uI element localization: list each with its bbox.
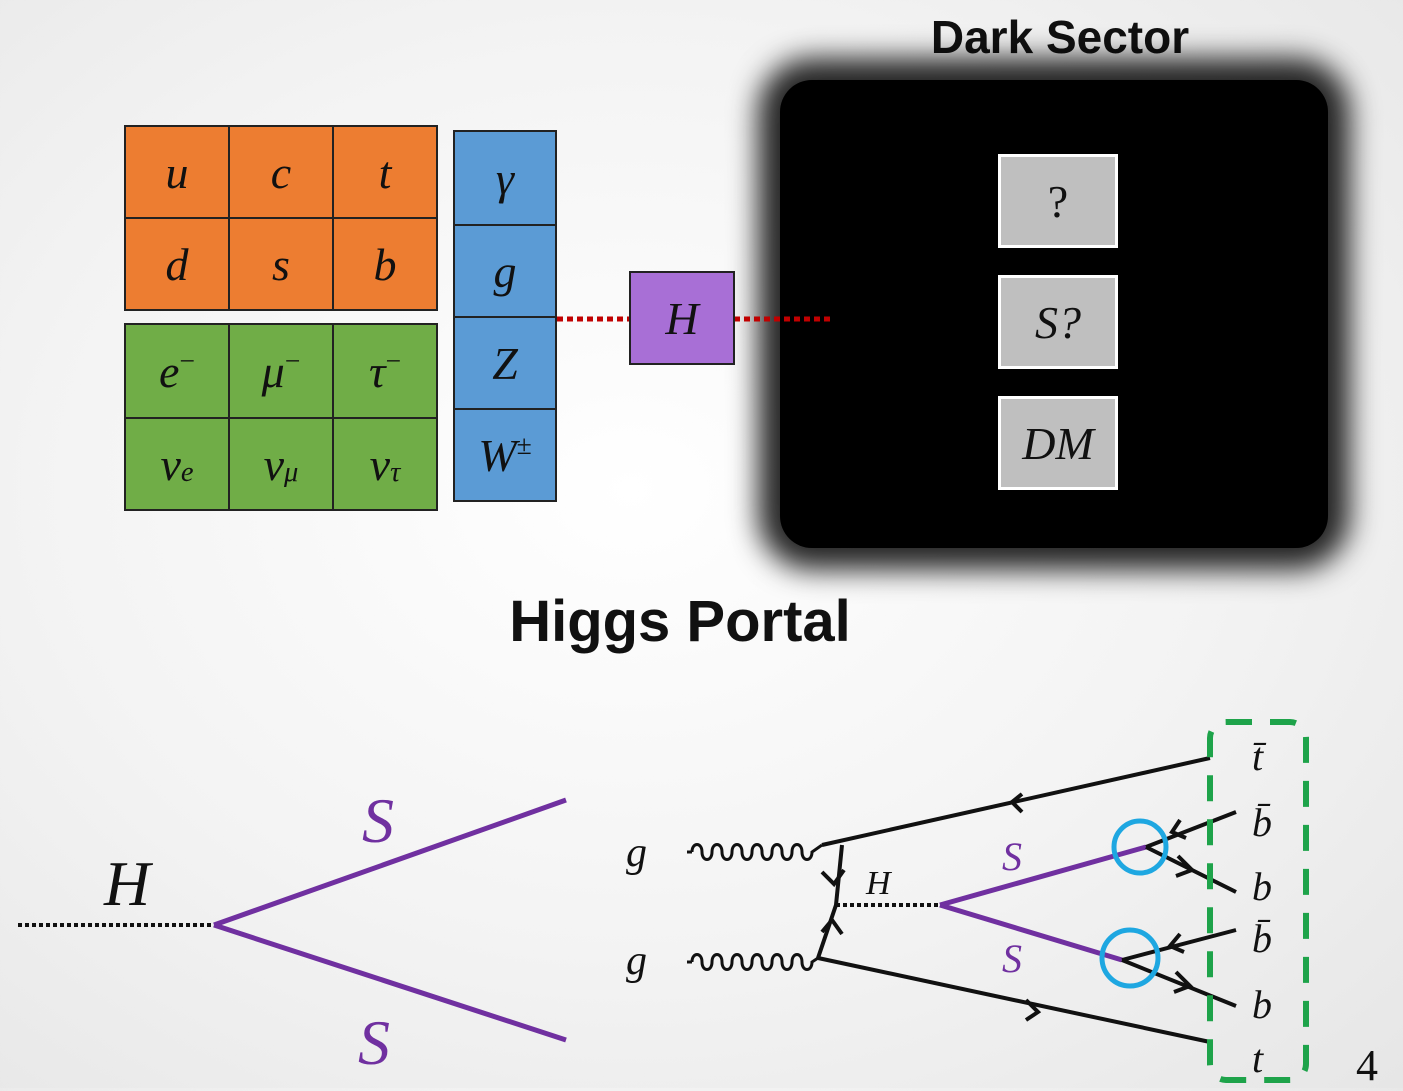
bbar-line-2 <box>1121 928 1237 962</box>
final-state-bbar-1: b̄ <box>1252 800 1272 845</box>
left-s-bottom-label: S <box>358 1007 390 1078</box>
scalar-line-top <box>213 797 567 928</box>
scalar-top-line <box>939 844 1147 908</box>
top-antiquark-arrow <box>1009 792 1024 814</box>
final-state-b-1: b <box>1252 864 1272 909</box>
higgs-box: H <box>629 271 735 365</box>
dark-item-scalar: S? <box>998 275 1118 369</box>
final-state-tbar: t̄ <box>1252 734 1266 779</box>
gluon-top-line <box>687 843 823 861</box>
b-arrow-2 <box>1173 970 1194 994</box>
final-state-b-2: b <box>1252 982 1272 1027</box>
top-quark-arrow <box>1024 998 1042 1022</box>
left-h-label: H <box>103 848 154 919</box>
dark-item-dark-matter: DM <box>998 396 1118 490</box>
lepton-tau: τ− <box>332 323 438 419</box>
dark-item-unknown: ? <box>998 154 1118 248</box>
dark-sector-title: Dark Sector <box>930 11 1190 63</box>
gluon-bottom-label: g <box>626 938 647 984</box>
portal-title: Higgs Portal <box>509 589 851 654</box>
quark-b: b <box>332 217 438 311</box>
top-antiquark-line <box>821 756 1211 847</box>
b-line-2 <box>1121 958 1237 1008</box>
quark-d: d <box>124 217 230 311</box>
b-arrow-1 <box>1175 854 1196 878</box>
scalar-bottom-label: S <box>1002 936 1022 981</box>
left-feynman-diagram: H S S <box>18 785 567 1078</box>
gluon-top-label: g <box>626 830 647 876</box>
scalar-bottom-line <box>939 902 1123 963</box>
bbar-arrow-2 <box>1166 932 1185 954</box>
vertex-circle-bottom <box>1099 927 1161 989</box>
right-feynman-diagram: g g H S S t̄ b̄ <box>626 719 1309 1083</box>
boson-photon: γ <box>453 130 557 226</box>
boson-w: W± <box>453 408 557 502</box>
bbar-arrow-1 <box>1169 818 1187 840</box>
vertex-circle-top <box>1111 818 1169 876</box>
final-state-bbar-2: b̄ <box>1252 916 1272 961</box>
lepton-muon: μ− <box>228 323 334 419</box>
left-s-top-label: S <box>362 785 394 856</box>
lepton-electron: e− <box>124 323 230 419</box>
bbar-line-1 <box>1145 810 1237 849</box>
propagator-arrow-2 <box>820 916 844 936</box>
quark-s: s <box>228 217 334 311</box>
propagator-arrow-1 <box>820 868 846 888</box>
boson-gluon: g <box>453 224 557 318</box>
top-quark-line <box>817 956 1211 1044</box>
final-state-t: t <box>1252 1036 1264 1081</box>
scalar-line-bottom <box>213 922 567 1043</box>
scalar-top-label: S <box>1002 834 1022 879</box>
right-h-label: H <box>865 865 893 902</box>
top-propagator <box>816 844 844 959</box>
quark-t: t <box>332 125 438 219</box>
page-number: 4 <box>1356 1041 1378 1090</box>
gluon-bottom-line <box>687 953 819 971</box>
